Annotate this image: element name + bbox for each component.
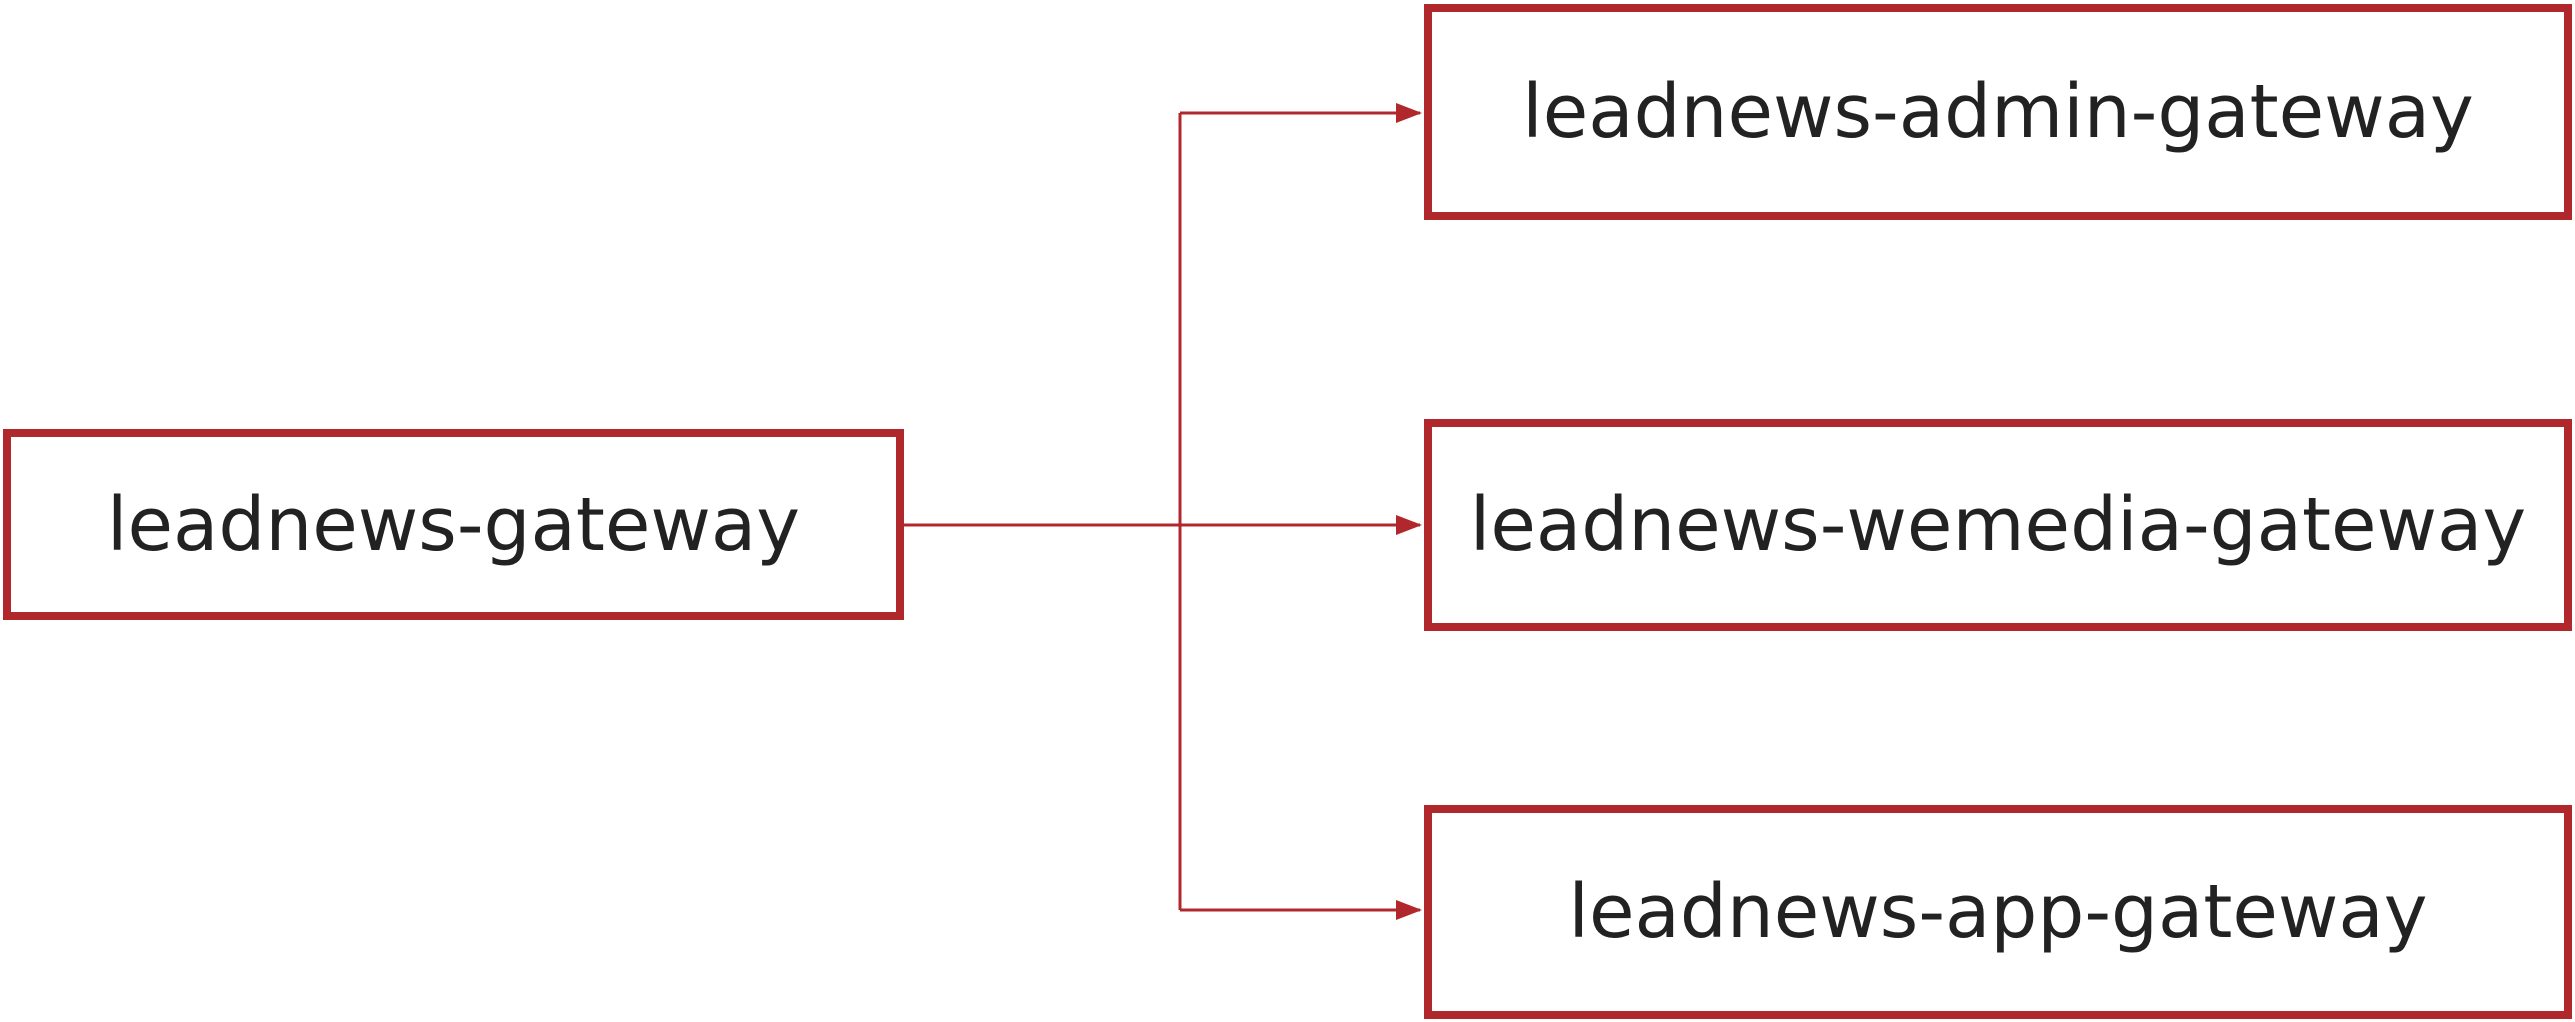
node-leadnews-admin-gateway: leadnews-admin-gateway bbox=[1424, 4, 2572, 220]
node-leadnews-gateway: leadnews-gateway bbox=[3, 429, 904, 620]
node-leadnews-wemedia-gateway: leadnews-wemedia-gateway bbox=[1424, 419, 2572, 631]
node-label: leadnews-wemedia-gateway bbox=[1469, 482, 2527, 568]
node-label: leadnews-admin-gateway bbox=[1522, 69, 2474, 155]
node-leadnews-app-gateway: leadnews-app-gateway bbox=[1424, 805, 2572, 1019]
node-label: leadnews-gateway bbox=[106, 481, 801, 568]
node-label: leadnews-app-gateway bbox=[1568, 869, 2428, 955]
